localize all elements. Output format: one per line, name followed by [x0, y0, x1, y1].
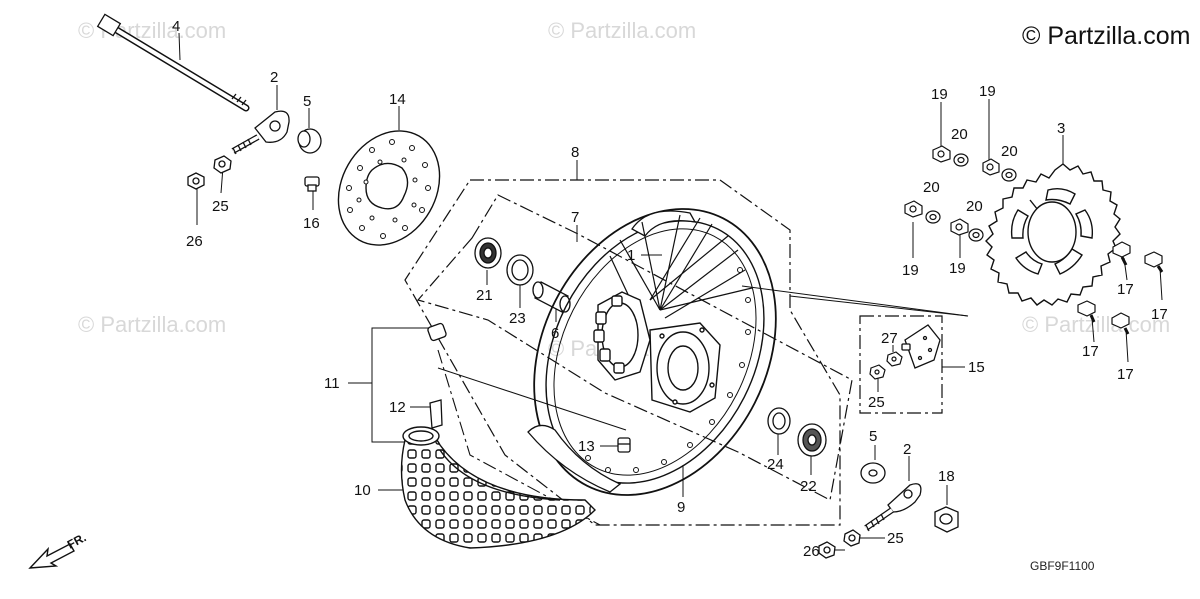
callout-19-d: 19 — [949, 260, 966, 277]
sprocket-nuts — [904, 145, 1017, 242]
adjuster-nut-top — [213, 155, 232, 174]
sprocket-bolts — [1077, 241, 1164, 335]
rim-band-bottom — [527, 424, 622, 493]
watermark-2: © Partzilla.com — [548, 18, 697, 43]
adjuster-locknut-bottom — [818, 541, 836, 559]
callout-5-bottom: 5 — [869, 428, 877, 445]
front-direction-arrow — [28, 543, 75, 569]
callout-numbers: 4 2 5 14 25 26 16 8 7 1 21 23 6 11 12 10… — [172, 18, 1168, 560]
callout-3: 3 — [1057, 120, 1065, 137]
sprocket-hub-outline — [859, 315, 943, 414]
hub-assembly-outline — [416, 194, 853, 501]
callout-26-bottom: 26 — [803, 543, 820, 560]
callout-2-top: 2 — [270, 69, 278, 86]
callout-7: 7 — [571, 209, 579, 226]
axle-nut — [934, 506, 959, 533]
chain-adjuster-bottom — [864, 483, 922, 532]
callout-24: 24 — [767, 456, 784, 473]
rim-band-top — [631, 210, 697, 237]
flange-washer-25 — [869, 364, 886, 380]
flange-nut-27 — [886, 351, 903, 367]
callout-19-a: 19 — [931, 86, 948, 103]
callout-20-c: 20 — [923, 179, 940, 196]
callout-25-flange: 25 — [868, 394, 885, 411]
tire — [400, 432, 596, 549]
callout-18: 18 — [938, 468, 955, 485]
callout-15: 15 — [968, 359, 985, 376]
hub-bearing-right — [767, 407, 791, 435]
callout-20-b: 20 — [1001, 143, 1018, 160]
callout-16: 16 — [303, 215, 320, 232]
watermark-3: © Partzilla.com — [78, 312, 227, 337]
wheel-hub — [593, 291, 721, 413]
callout-10: 10 — [354, 482, 371, 499]
callout-17-b: 17 — [1151, 306, 1168, 323]
callout-9: 9 — [677, 499, 685, 516]
collar-bottom — [860, 462, 886, 484]
callout-13: 13 — [578, 438, 595, 455]
hub-oil-seal — [506, 254, 534, 286]
valve-cap — [427, 322, 447, 342]
wheel-assembly-outline — [404, 179, 841, 526]
callout-25-top: 25 — [212, 198, 229, 215]
valve-nut — [617, 437, 631, 453]
spokes — [609, 214, 753, 321]
callout-20-d: 20 — [966, 198, 983, 215]
axle — [96, 13, 250, 112]
collar-top — [297, 128, 322, 154]
callout-8: 8 — [571, 144, 579, 161]
hub-dust-seal — [797, 423, 827, 457]
callout-26-top: 26 — [186, 233, 203, 250]
copyright-notice: © Partzilla.com — [1022, 22, 1191, 50]
callout-4: 4 — [172, 18, 180, 35]
drive-flange — [901, 324, 941, 369]
callout-17-c: 17 — [1082, 343, 1099, 360]
callout-6: 6 — [551, 325, 559, 342]
callout-1: 1 — [627, 247, 635, 264]
disc-bolt — [304, 176, 320, 192]
tube — [402, 426, 440, 446]
brake-disc — [337, 130, 441, 246]
callout-19-b: 19 — [979, 83, 996, 100]
callout-27: 27 — [881, 330, 898, 347]
callout-11: 11 — [324, 375, 340, 392]
callout-23: 23 — [509, 310, 526, 327]
callout-19-c: 19 — [902, 262, 919, 279]
callout-17-d: 17 — [1117, 366, 1134, 383]
callout-21: 21 — [476, 287, 493, 304]
distance-collar — [532, 281, 571, 313]
callout-20-a: 20 — [951, 126, 968, 143]
adjuster-locknut-top — [187, 172, 205, 190]
chain-adjuster-top — [231, 110, 290, 155]
callout-5-top: 5 — [303, 93, 311, 110]
adjuster-nut-bottom — [843, 529, 861, 547]
callout-12: 12 — [389, 399, 406, 416]
watermark-5: © Partzilla.com — [1022, 312, 1171, 337]
callout-25-bottom: 25 — [887, 530, 904, 547]
callout-14: 14 — [389, 91, 406, 108]
callout-2-bottom: 2 — [903, 441, 911, 458]
rim-strip — [429, 399, 443, 429]
callout-22: 22 — [800, 478, 817, 495]
callout-17-a: 17 — [1117, 281, 1134, 298]
sprocket — [985, 163, 1121, 306]
hub-bearing-left — [474, 237, 502, 269]
diagram-code: GBF9F1100 — [1030, 559, 1095, 573]
